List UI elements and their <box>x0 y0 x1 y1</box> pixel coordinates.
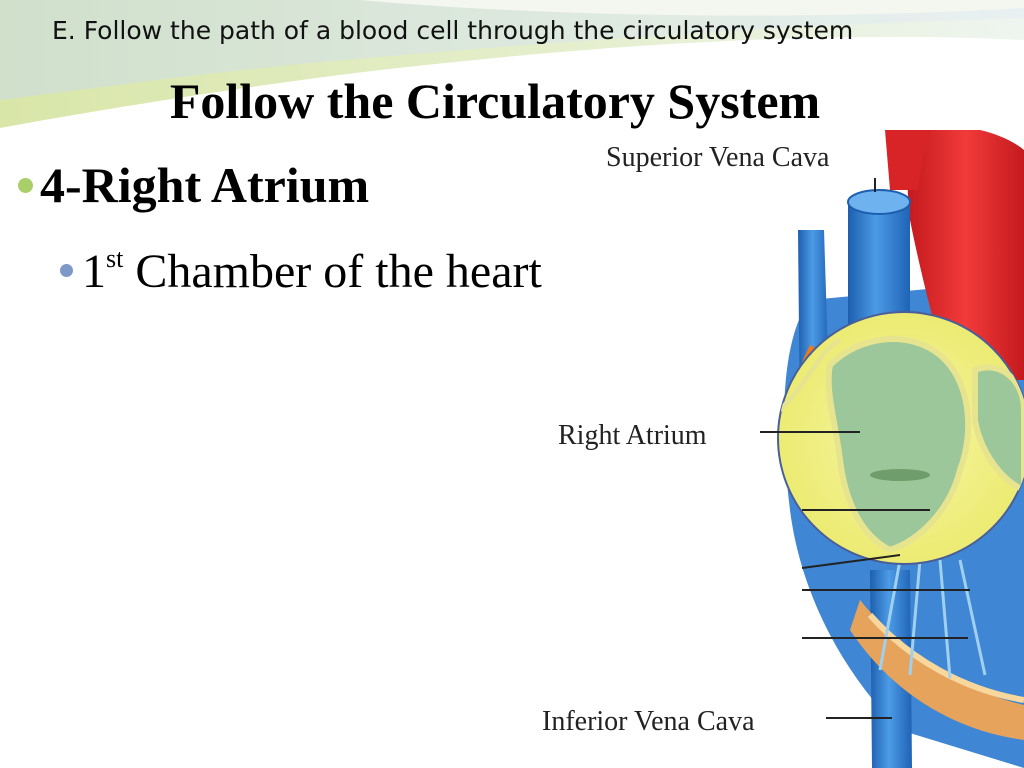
label-inferior-vena-cava: Inferior Vena Cava <box>542 706 755 737</box>
ordinal-number: 1 <box>82 245 106 298</box>
label-superior-vena-cava: Superior Vena Cava <box>606 142 830 173</box>
bullet-level-2-text: 1st Chamber of the heart <box>82 240 562 304</box>
label-right-atrium: Right Atrium <box>558 420 707 451</box>
slide-title: Follow the Circulatory System <box>169 73 821 129</box>
ordinal-suffix: st <box>106 244 124 273</box>
bullet-level-1-text: 4-Right Atrium <box>40 157 370 213</box>
slide-header: E. Follow the path of a blood cell throu… <box>52 16 854 45</box>
heart-diagram <box>760 130 1024 768</box>
bullet-level-2: 1st Chamber of the heart <box>60 240 542 304</box>
bullet-level-1: 4-Right Atrium <box>14 156 369 214</box>
bullet-dot-icon <box>18 178 33 193</box>
bullet-dot-icon <box>60 264 73 277</box>
bullet-level-2-rest: Chamber of the heart <box>123 245 542 298</box>
